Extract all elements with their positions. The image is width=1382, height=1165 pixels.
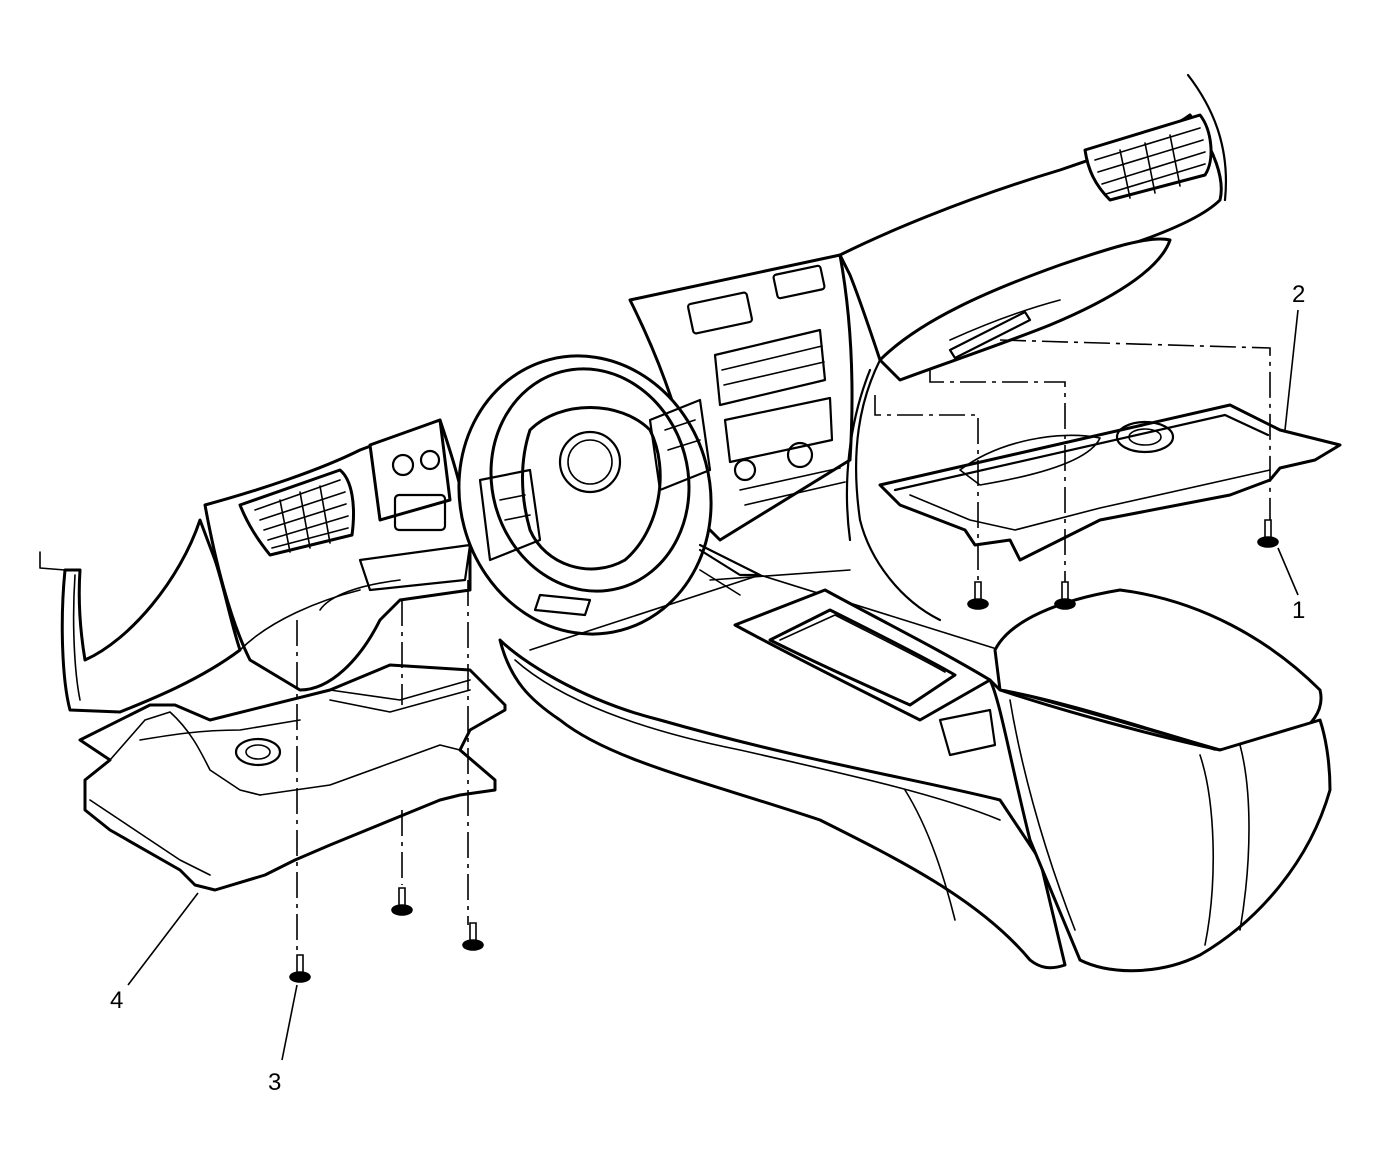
fastener-right-3 (967, 581, 989, 610)
fastener-right-2 (1054, 581, 1076, 610)
callout-labels: 1 2 3 4 (110, 281, 1305, 1096)
callout-leaders (127, 309, 1299, 1061)
fastener-right-1 (1257, 519, 1279, 548)
center-console (498, 543, 1332, 973)
callout-1: 1 (1292, 597, 1305, 624)
fastener-left-1 (391, 887, 413, 916)
alignment-lines (296, 339, 1271, 955)
steering-wheel (457, 354, 713, 636)
insulator-panel-left (78, 663, 507, 892)
fastener-left-3 (289, 954, 311, 983)
insulator-panel-right (878, 403, 1342, 562)
center-stack (628, 253, 854, 542)
airbag-hub (521, 406, 662, 571)
console-body (498, 638, 1067, 970)
fastener-left-2 (462, 922, 484, 951)
instrument-panel (39, 73, 1227, 714)
callout-2: 2 (1292, 281, 1305, 308)
fasteners (289, 519, 1279, 983)
callout-4: 4 (110, 987, 123, 1014)
callout-3: 3 (268, 1069, 281, 1096)
armrest-lid (993, 588, 1323, 752)
glovebox (878, 237, 1172, 382)
